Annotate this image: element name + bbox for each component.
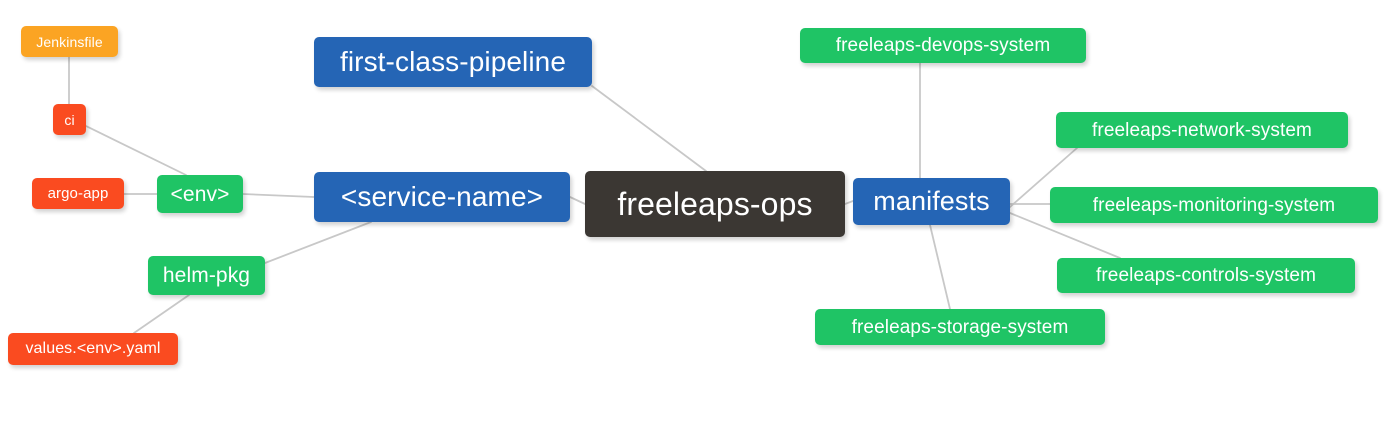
- node-label-ci: ci: [64, 111, 75, 128]
- node-devops-system[interactable]: freeleaps-devops-system: [800, 28, 1086, 63]
- node-label-manifests: manifests: [873, 186, 990, 216]
- node-label-storage-system: freeleaps-storage-system: [851, 316, 1069, 338]
- node-controls-system[interactable]: freeleaps-controls-system: [1057, 258, 1355, 293]
- edge-freeleaps-ops-to-service-name: [569, 196, 586, 205]
- node-first-class-pipeline[interactable]: first-class-pipeline: [314, 37, 592, 87]
- node-label-first-class-pipeline: first-class-pipeline: [339, 46, 567, 77]
- edge-env-to-ci: [85, 125, 187, 176]
- node-argo-app[interactable]: argo-app: [32, 178, 124, 209]
- node-label-helm-pkg: helm-pkg: [162, 264, 251, 287]
- node-label-monitoring-system: freeleaps-monitoring-system: [1092, 194, 1336, 216]
- node-label-jenkinsfile: Jenkinsfile: [36, 33, 103, 50]
- edge-manifests-to-storage-system: [929, 224, 951, 310]
- edge-service-name-to-env: [242, 193, 315, 198]
- node-manifests[interactable]: manifests: [853, 178, 1010, 225]
- node-label-env: <env>: [170, 182, 230, 206]
- node-ci[interactable]: ci: [53, 104, 86, 135]
- edge-freeleaps-ops-to-first-class-pipeline: [591, 85, 707, 172]
- node-storage-system[interactable]: freeleaps-storage-system: [815, 309, 1105, 345]
- node-monitoring-system[interactable]: freeleaps-monitoring-system: [1050, 187, 1378, 223]
- node-label-values-yaml: values.<env>.yaml: [25, 340, 161, 357]
- node-label-devops-system: freeleaps-devops-system: [835, 35, 1051, 56]
- node-label-freeleaps-ops: freeleaps-ops: [617, 186, 813, 222]
- node-label-controls-system: freeleaps-controls-system: [1095, 265, 1317, 286]
- node-values-yaml[interactable]: values.<env>.yaml: [8, 333, 178, 365]
- node-env[interactable]: <env>: [157, 175, 243, 213]
- node-label-network-system: freeleaps-network-system: [1092, 119, 1312, 141]
- node-network-system[interactable]: freeleaps-network-system: [1056, 112, 1348, 148]
- edge-freeleaps-ops-to-manifests: [844, 200, 854, 205]
- node-jenkinsfile[interactable]: Jenkinsfile: [21, 26, 118, 57]
- edge-service-name-to-helm-pkg: [264, 221, 372, 264]
- node-helm-pkg[interactable]: helm-pkg: [148, 256, 265, 295]
- node-service-name[interactable]: <service-name>: [314, 172, 570, 222]
- node-label-argo-app: argo-app: [47, 185, 109, 202]
- node-label-service-name: <service-name>: [340, 181, 544, 212]
- edge-helm-pkg-to-values-yaml: [133, 294, 190, 334]
- node-freeleaps-ops[interactable]: freeleaps-ops: [585, 171, 845, 237]
